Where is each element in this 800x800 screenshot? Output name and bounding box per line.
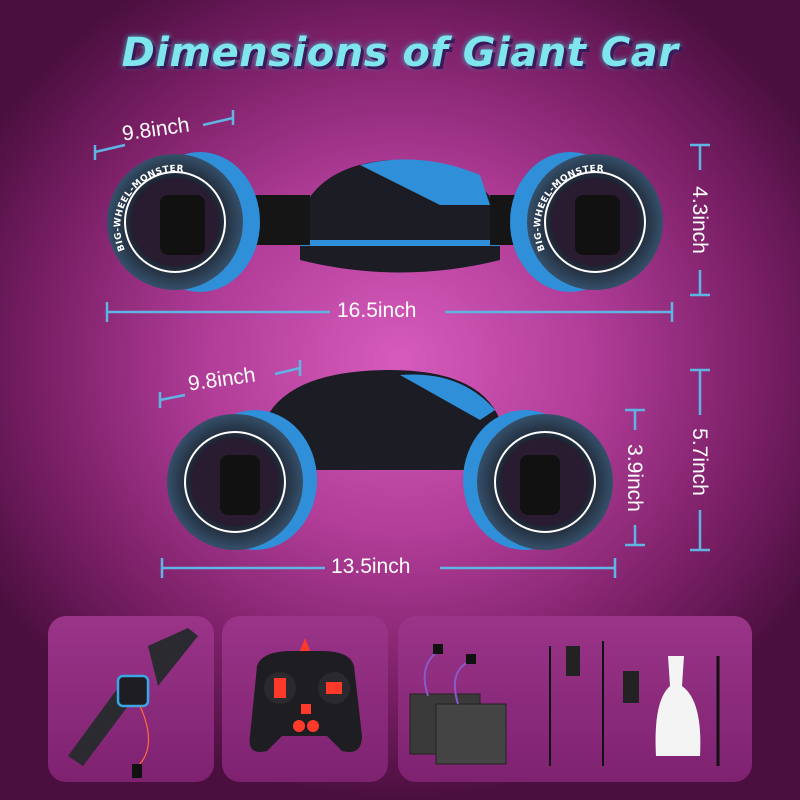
remote-controller-icon <box>249 638 362 752</box>
accessory-panel-kit <box>398 616 752 782</box>
page-title: Dimensions of Giant Car <box>121 30 679 76</box>
batteries-cables-tools-icon <box>409 641 720 766</box>
height-label-1: 4.3inch <box>687 186 711 254</box>
car-folded-image <box>167 370 613 550</box>
total-height-label: 5.7inch <box>687 428 711 496</box>
car-expanded-image: BIG-WHEEL-MONSTER BIG-WHEEL-MONSTER <box>107 152 663 292</box>
measure-lines <box>93 110 710 578</box>
accessory-panel-remote <box>222 616 388 782</box>
accessory-panel-watch <box>48 616 214 782</box>
gesture-watch-icon <box>68 628 198 778</box>
length-label-1: 16.5inch <box>337 299 417 322</box>
body-height-label: 3.9inch <box>622 444 646 512</box>
length-label-2: 13.5inch <box>331 555 411 578</box>
